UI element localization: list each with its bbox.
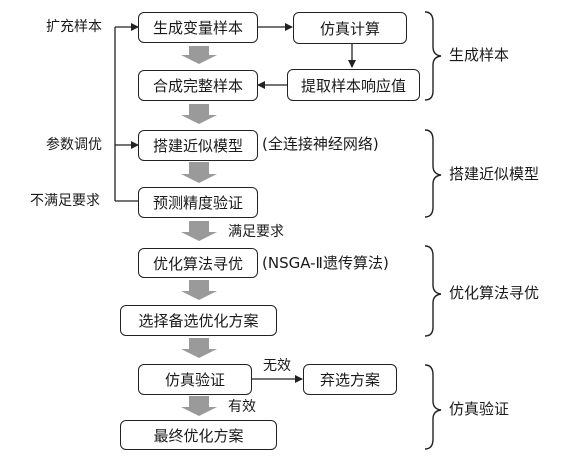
block-arrows [181, 46, 217, 416]
block-arrow-3 [181, 162, 217, 183]
predict-verify-box: 预测精度验证 [138, 187, 258, 218]
discard-box: 弃选方案 [303, 364, 397, 395]
optimize-search-box: 优化算法寻优 [138, 248, 258, 278]
block-arrow-5 [181, 280, 217, 300]
block-arrow-4 [181, 221, 217, 241]
stage1-label: 生成样本 [449, 46, 510, 64]
satisfied-label: 满足要求 [228, 224, 284, 240]
stage3-label: 优化算法寻优 [449, 284, 540, 302]
expand-samples-label: 扩充样本 [46, 19, 102, 35]
block-arrow-1 [181, 46, 217, 64]
block-arrow-6 [181, 338, 217, 358]
brace-stage2 [424, 129, 442, 218]
fully-connected-nn-note: (全连接神经网络) [262, 135, 379, 153]
not-satisfied-label: 不满足要求 [30, 193, 100, 209]
stage4-label: 仿真验证 [449, 400, 510, 418]
block-arrow-7 [181, 396, 217, 416]
block-arrow-2 [181, 104, 217, 124]
extract-response-box: 提取样本响应值 [287, 69, 420, 101]
build-surrogate-box: 搭建近似模型 [138, 130, 258, 161]
invalid-label: 无效 [263, 358, 291, 374]
braces [424, 11, 442, 450]
final-plan-box: 最终优化方案 [120, 420, 277, 450]
brace-stage3 [424, 245, 442, 337]
sim-verify-box: 仿真验证 [138, 364, 252, 395]
select-candidates-box: 选择备选优化方案 [120, 305, 277, 336]
brace-stage1 [424, 11, 442, 101]
generate-samples-box: 生成变量样本 [138, 12, 258, 43]
tune-params-label: 参数调优 [46, 137, 102, 153]
valid-label: 有效 [228, 399, 256, 415]
brace-stage4 [424, 364, 442, 450]
stage2-label: 搭建近似模型 [449, 165, 540, 183]
nsga-ii-note: (NSGA-Ⅱ遗传算法) [262, 254, 389, 272]
combine-samples-box: 合成完整样本 [138, 70, 258, 101]
simulation-calc-box: 仿真计算 [293, 12, 407, 44]
